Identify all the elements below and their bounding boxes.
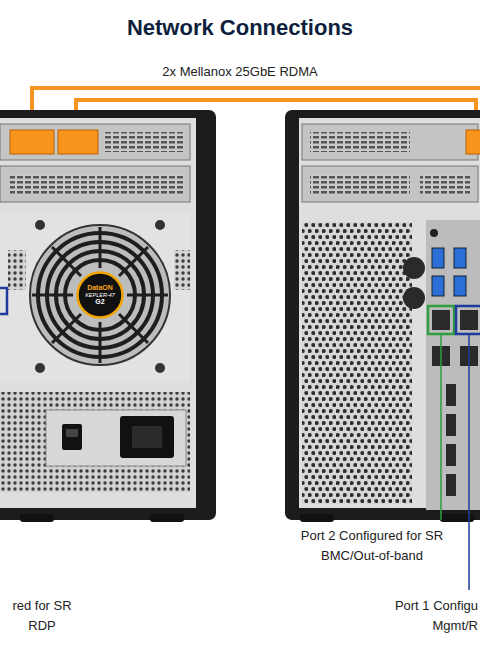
power-inlet: [120, 416, 174, 458]
fan-grill: [30, 225, 170, 365]
back-panel: [0, 118, 196, 508]
badge-text: KEPLER-47: [85, 292, 115, 298]
screw-hole: [35, 220, 45, 230]
badge-outline: [78, 273, 123, 318]
cable-hole: [403, 287, 425, 309]
psu-vent: [0, 392, 190, 492]
power-switch: [66, 429, 78, 437]
vent-holes: [174, 250, 190, 290]
io-panel: [426, 220, 480, 510]
port-note: red for SR RDP: [2, 596, 82, 636]
cable-label: 2x Mellanox 25GbE RDMA: [40, 62, 440, 82]
fan-spoke: [52, 314, 81, 343]
display-port: [446, 474, 456, 496]
vent-holes: [8, 250, 26, 290]
fan-panel: [0, 212, 190, 382]
chassis-foot: [150, 514, 184, 522]
fan-spoke: [52, 247, 81, 276]
port-highlight: [456, 306, 480, 334]
leader-line: [468, 335, 470, 590]
port-note: Port 2 Configured for SR BMC/Out-of-band: [288, 526, 456, 566]
power-switch: [62, 424, 82, 450]
screw-hole: [155, 220, 165, 230]
chassis-frame: [285, 110, 480, 520]
ethernet-port: [432, 310, 450, 330]
usb-port: [454, 276, 466, 296]
display-port: [446, 444, 456, 466]
port-note: Port 1 Configu Mgmt/R: [376, 596, 478, 636]
nic-bracket: [58, 130, 98, 154]
display-port: [446, 414, 456, 436]
fan-spoke: [99, 322, 102, 363]
pcie-slot: [302, 166, 478, 202]
fan-spoke: [119, 247, 148, 276]
usb-port: [454, 248, 466, 268]
left-server: [0, 110, 216, 522]
chassis-foot: [300, 514, 334, 522]
slot-vent: [104, 132, 184, 152]
badge-content: DataONKEPLER-47G2: [76, 271, 124, 319]
chassis-foot: [20, 514, 54, 522]
audio-jack: [430, 229, 438, 237]
badge-text: G2: [95, 298, 104, 306]
port-highlight: [428, 306, 454, 334]
chassis-frame: [0, 110, 216, 520]
slot-vent: [10, 174, 184, 194]
fan-spoke: [119, 314, 148, 343]
display-port: [446, 384, 456, 406]
slot-vent: [310, 132, 410, 152]
pcie-slot: [0, 124, 190, 160]
psu-plate: [46, 410, 186, 466]
screw-hole: [155, 363, 165, 373]
leader-line: [440, 335, 442, 520]
fan-spoke: [32, 294, 73, 297]
usb-port: [432, 248, 444, 268]
nic-bracket: [10, 130, 54, 154]
slot-vent: [310, 174, 410, 194]
usb-port: [432, 276, 444, 296]
slot-vent: [420, 174, 470, 194]
brand-badge: DataONKEPLER-47G2: [76, 271, 124, 319]
diagram-title: Network Connections: [0, 14, 480, 42]
fan-spoke: [127, 294, 168, 297]
pcie-slot: [302, 124, 478, 160]
mesh-vent: [302, 222, 412, 504]
pcie-slot: [0, 166, 190, 202]
fan-spoke: [99, 227, 102, 268]
power-inlet: [132, 426, 162, 448]
cable-hole: [403, 257, 425, 279]
screw-hole: [35, 363, 45, 373]
badge-text: DataON: [87, 284, 113, 292]
back-panel: [299, 118, 480, 508]
right-server: [285, 110, 480, 522]
port-highlight: [0, 288, 7, 314]
nic-bracket: [466, 130, 480, 154]
ethernet-port: [460, 310, 478, 330]
fan-grill: [30, 225, 170, 365]
